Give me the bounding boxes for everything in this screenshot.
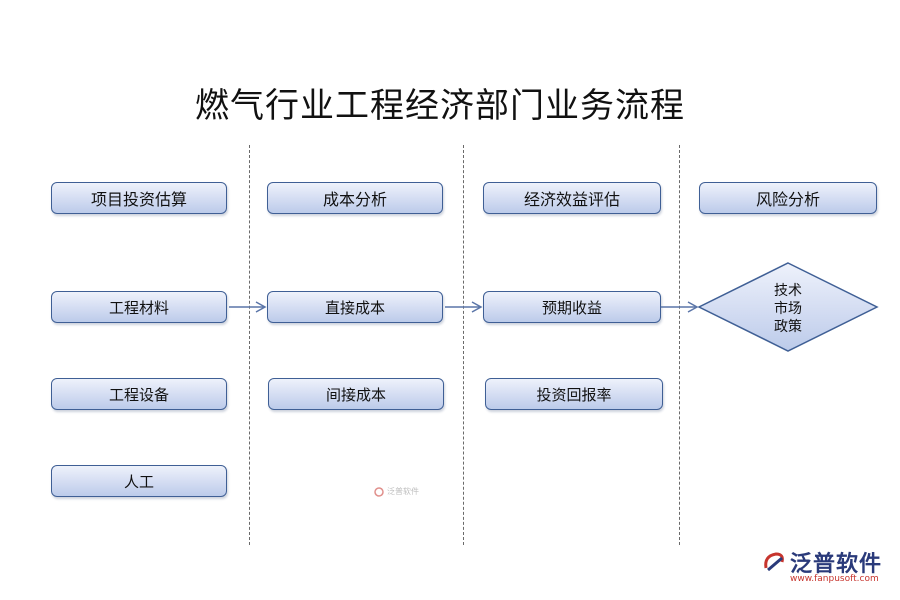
node-label: 投资回报率 (536, 385, 612, 404)
header-label: 经济效益评估 (523, 190, 620, 209)
header-label: 成本分析 (322, 190, 387, 209)
node-labor: 人工 (51, 465, 227, 497)
header-box-risk-analysis: 风险分析 (699, 182, 877, 214)
node-engineering-materials: 工程材料 (51, 291, 227, 323)
node-expected-revenue: 预期收益 (483, 291, 661, 323)
risk-decision-diamond (697, 262, 879, 352)
node-indirect-cost: 间接成本 (268, 378, 444, 410)
node-label: 工程材料 (108, 298, 169, 317)
header-label: 风险分析 (755, 190, 820, 209)
brand-logo: 泛普软件 www.fanpusoft.com (760, 542, 890, 592)
risk-factors-label: 技术 市场 政策 (748, 282, 828, 336)
risk-factor-technology: 技术 (774, 283, 802, 299)
node-label: 人工 (123, 472, 154, 491)
diagram-title-text: 燃气行业工程经济部门业务流程 (195, 86, 685, 126)
brand-logo-icon (764, 552, 784, 572)
brand-logo-url: www.fanpusoft.com (790, 574, 879, 584)
header-box-investment-estimate: 项目投资估算 (51, 182, 227, 214)
column-divider-2 (463, 145, 464, 545)
column-divider-1 (249, 145, 250, 545)
node-direct-cost: 直接成本 (267, 291, 443, 323)
node-label: 工程设备 (108, 385, 169, 404)
brand-logo-text: 泛普软件 (790, 552, 883, 577)
header-box-cost-analysis: 成本分析 (267, 182, 443, 214)
column-divider-3 (679, 145, 680, 545)
node-engineering-equipment: 工程设备 (51, 378, 227, 410)
node-label: 直接成本 (324, 298, 385, 317)
diagram-title: 燃气行业工程经济部门业务流程 (0, 78, 900, 127)
arrow-direct-cost-to-expected-revenue (445, 301, 483, 313)
header-label: 项目投资估算 (90, 190, 187, 209)
center-watermark-text: 泛普软件 (387, 487, 419, 496)
arrow-expected-revenue-to-risk (661, 301, 699, 313)
risk-factor-market: 市场 (774, 301, 802, 317)
header-box-economic-benefit: 经济效益评估 (483, 182, 661, 214)
node-label: 预期收益 (541, 298, 602, 317)
watermark-logo-icon (374, 486, 384, 497)
node-roi: 投资回报率 (485, 378, 663, 410)
arrow-materials-to-direct-cost (229, 301, 267, 313)
node-label: 间接成本 (325, 385, 386, 404)
risk-factor-policy: 政策 (774, 319, 802, 335)
center-watermark: 泛普软件 (374, 486, 419, 497)
